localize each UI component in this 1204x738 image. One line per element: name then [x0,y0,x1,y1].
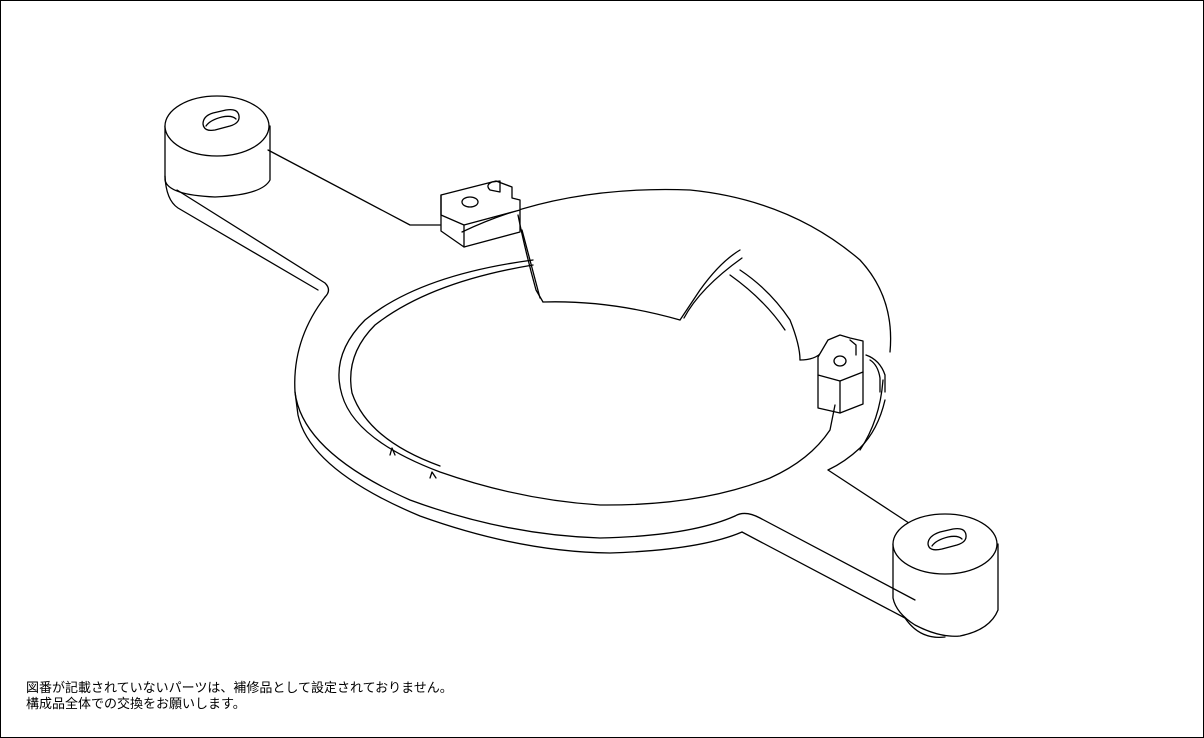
right-clip-tab [817,334,886,414]
note-line-2: 構成品全体での交換をお願いします。 [26,697,246,712]
cutaway-section [517,214,823,361]
upper-clip-hole [461,196,479,208]
right-clip-hole [833,355,847,367]
upper-left-arm [164,149,441,298]
lower-right-arm [734,469,916,619]
note-line-1: 図番が記載されていないパーツは、補修品として設定されておりません。 [26,681,453,696]
left-slot-hole [202,108,240,132]
parts-note: 図番が記載されていないパーツは、補修品として設定されておりません。 構成品全体で… [26,681,453,713]
main-ring [294,188,892,554]
upper-clip-tab [440,180,521,248]
left-mounting-boss [164,95,271,198]
right-slot-hole [927,527,967,551]
right-mounting-boss [892,513,999,639]
